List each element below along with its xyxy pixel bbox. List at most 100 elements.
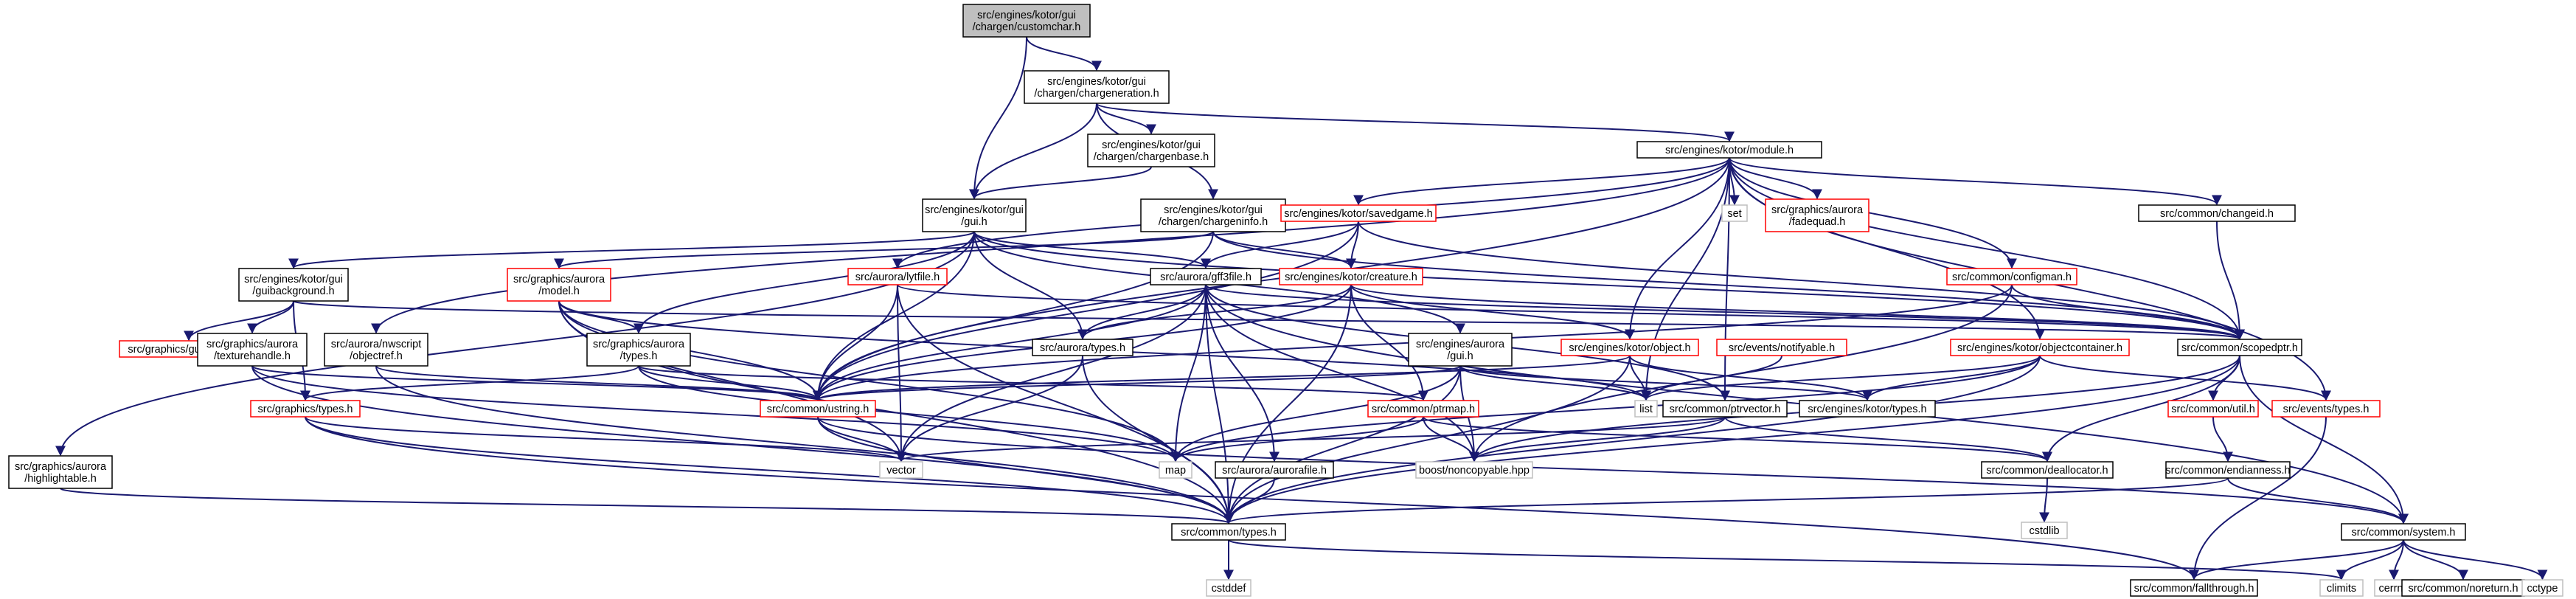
graph-node-label: cstdlib bbox=[2029, 525, 2059, 537]
graph-node-climits[interactable]: climits bbox=[2319, 579, 2364, 597]
graph-node-label: src/common/ptrmap.h bbox=[1372, 404, 1475, 415]
graph-node-box bbox=[1032, 339, 1133, 356]
graph-node-aurora_types[interactable]: src/aurora/types.h bbox=[1032, 339, 1133, 356]
graph-node-label: src/common/fallthrough.h bbox=[2134, 583, 2254, 595]
graph-node-fallthrough[interactable]: src/common/fallthrough.h bbox=[2130, 579, 2258, 597]
graph-node-creature[interactable]: src/engines/kotor/creature.h bbox=[1279, 268, 1423, 285]
graph-node-util[interactable]: src/common/util.h bbox=[2167, 400, 2259, 418]
graph-node-chargeninfo[interactable]: src/engines/kotor/gui/chargen/chargeninf… bbox=[1140, 198, 1286, 232]
graph-node-gfx_types[interactable]: src/graphics/types.h bbox=[250, 400, 361, 418]
graph-node-vector[interactable]: vector bbox=[879, 461, 923, 479]
graph-edge-creature-to-ptrmap bbox=[1350, 284, 1428, 401]
graph-edge-gfx_aurora_types-to-ustring bbox=[638, 365, 823, 401]
graph-node-noncopyable[interactable]: boost/noncopyable.hpp bbox=[1415, 461, 1533, 479]
graph-node-deallocator[interactable]: src/common/deallocator.h bbox=[1981, 461, 2114, 479]
graph-node-label: src/common/ptrvector.h bbox=[1670, 404, 1781, 415]
graph-node-box bbox=[1171, 523, 1286, 541]
graph-node-kotor_object[interactable]: src/engines/kotor/object.h bbox=[1560, 339, 1699, 356]
graph-node-label: src/events/notifyable.h bbox=[1729, 342, 1835, 354]
graph-node-cstddef[interactable]: cstddef bbox=[1206, 579, 1251, 597]
graph-node-noreturn[interactable]: src/common/noreturn.h bbox=[2401, 579, 2525, 597]
graph-node-cctype[interactable]: cctype bbox=[2521, 579, 2563, 597]
graph-node-events_types[interactable]: src/events/types.h bbox=[2271, 400, 2381, 418]
graph-edge-util-to-endianness bbox=[2212, 416, 2233, 463]
graph-node-label: /chargen/customchar.h bbox=[973, 21, 1081, 33]
graph-node-fadequad[interactable]: src/graphics/aurora/fadequad.h bbox=[1765, 198, 1869, 232]
graph-node-box bbox=[1716, 339, 1847, 356]
graph-node-guibackground[interactable]: src/engines/kotor/gui/guibackground.h bbox=[238, 268, 349, 302]
graph-node-label: cctype bbox=[2527, 583, 2558, 595]
graph-node-map[interactable]: map bbox=[1159, 461, 1192, 479]
graph-edge-aurora_gui-to-map bbox=[1170, 365, 1461, 463]
graph-edge-nwscript-to-common_types bbox=[375, 365, 1234, 524]
graph-node-box bbox=[1950, 339, 2130, 356]
graph-node-notifyable[interactable]: src/events/notifyable.h bbox=[1716, 339, 1847, 356]
graph-node-objectcontainer[interactable]: src/engines/kotor/objectcontainer.h bbox=[1950, 339, 2130, 356]
graph-node-highlightable[interactable]: src/graphics/aurora/highlightable.h bbox=[8, 455, 113, 489]
graph-node-box bbox=[2165, 461, 2291, 479]
graph-node-model[interactable]: src/graphics/aurora/model.h bbox=[507, 268, 611, 302]
graph-node-box bbox=[2167, 400, 2259, 418]
graph-edge-texturehandle-to-map bbox=[251, 365, 1181, 463]
graph-node-nwscript[interactable]: src/aurora/nwscript/objectref.h bbox=[324, 333, 428, 367]
graph-node-box bbox=[1367, 400, 1479, 418]
graph-node-aurora_gui[interactable]: src/engines/aurora/gui.h bbox=[1408, 333, 1513, 367]
graph-node-label: src/graphics/aurora bbox=[513, 274, 605, 285]
graph-node-ptrvector[interactable]: src/common/ptrvector.h bbox=[1662, 400, 1788, 418]
graph-node-label: src/engines/kotor/objectcontainer.h bbox=[1957, 342, 2122, 354]
graph-node-set[interactable]: set bbox=[1721, 204, 1748, 222]
graph-node-label: src/common/endianness.h bbox=[2165, 465, 2290, 477]
graph-node-label: src/engines/kotor/gui bbox=[244, 274, 343, 285]
graph-node-box bbox=[1765, 198, 1869, 232]
graph-edge-kotor_object-to-common_types bbox=[1223, 355, 1631, 524]
graph-node-box bbox=[1087, 134, 1215, 167]
graph-node-label: src/common/configman.h bbox=[1952, 271, 2072, 283]
graph-node-savedgame[interactable]: src/engines/kotor/savedgame.h bbox=[1280, 204, 1437, 222]
graph-node-configman[interactable]: src/common/configman.h bbox=[1946, 268, 2077, 285]
graph-node-scopedptr[interactable]: src/common/scopedptr.h bbox=[2177, 339, 2302, 356]
graph-node-chargeneration[interactable]: src/engines/kotor/gui/chargen/chargenera… bbox=[1024, 70, 1170, 104]
graph-node-lyt[interactable]: src/aurora/lytfile.h bbox=[847, 268, 948, 285]
graph-node-gff3[interactable]: src/aurora/gff3file.h bbox=[1150, 268, 1262, 285]
graph-edge-aurora_types-to-common_types bbox=[1082, 355, 1234, 524]
graph-edge-changeid-to-scopedptr bbox=[2216, 221, 2245, 340]
graph-node-label: src/common/system.h bbox=[2352, 527, 2456, 539]
graph-node-box bbox=[962, 4, 1091, 38]
graph-edge-gfx_types-to-common_types bbox=[305, 416, 1234, 524]
graph-node-list[interactable]: list bbox=[1634, 400, 1658, 418]
graph-edge-events_types-to-fallthrough bbox=[2189, 416, 2327, 581]
graph-node-box bbox=[1560, 339, 1699, 356]
graph-edge-customchar-to-chargeneration bbox=[1026, 36, 1102, 72]
graph-edge-gfx_aurora_types-to-gfx_types bbox=[300, 365, 639, 401]
graph-node-texturehandle[interactable]: src/graphics/aurora/texturehandle.h bbox=[197, 333, 308, 367]
graph-node-box bbox=[197, 333, 308, 367]
graph-node-module[interactable]: src/engines/kotor/module.h bbox=[1636, 141, 1822, 159]
graph-edge-ptrvector-to-noncopyable bbox=[1469, 416, 1726, 463]
graph-node-label: /gui.h bbox=[961, 216, 987, 228]
graph-edge-kotor_gui-to-gfx_aurora_types bbox=[633, 231, 975, 334]
graph-edge-gfx_aurora_types-to-ptrmap bbox=[638, 365, 1428, 401]
graph-edge-objectcontainer-to-common_types bbox=[1223, 355, 2041, 524]
graph-node-kotor_types[interactable]: src/engines/kotor/types.h bbox=[1799, 400, 1936, 418]
graph-node-cstdlib[interactable]: cstdlib bbox=[2021, 522, 2068, 539]
graph-node-kotor_gui[interactable]: src/engines/kotor/gui/gui.h bbox=[922, 198, 1027, 232]
graph-node-gfx_aurora_types[interactable]: src/graphics/aurora/types.h bbox=[586, 333, 691, 367]
graph-node-label: /highlightable.h bbox=[24, 473, 97, 485]
graph-node-label: map bbox=[1165, 465, 1186, 477]
graph-node-ustring[interactable]: src/common/ustring.h bbox=[760, 400, 876, 418]
graph-node-chargenbase[interactable]: src/engines/kotor/gui/chargen/chargenbas… bbox=[1087, 134, 1215, 167]
graph-node-endianness[interactable]: src/common/endianness.h bbox=[2165, 461, 2291, 479]
graph-node-label: /fadequad.h bbox=[1789, 216, 1846, 228]
graph-edge-guibackground-to-scopedptr bbox=[293, 300, 2244, 340]
graph-node-common_types[interactable]: src/common/types.h bbox=[1171, 523, 1286, 541]
graph-edge-chargeninfo-to-model bbox=[554, 231, 1214, 269]
graph-node-aurorafile[interactable]: src/aurora/aurorafile.h bbox=[1215, 461, 1334, 479]
graph-node-label: src/aurora/aurorafile.h bbox=[1222, 465, 1327, 477]
graph-node-customchar[interactable]: src/engines/kotor/gui/chargen/customchar… bbox=[962, 4, 1091, 38]
graph-node-box bbox=[1415, 461, 1533, 479]
graph-node-ptrmap[interactable]: src/common/ptrmap.h bbox=[1367, 400, 1479, 418]
graph-node-box bbox=[8, 455, 113, 489]
graph-node-system[interactable]: src/common/system.h bbox=[2341, 523, 2466, 541]
graph-node-changeid[interactable]: src/common/changeid.h bbox=[2138, 204, 2296, 222]
